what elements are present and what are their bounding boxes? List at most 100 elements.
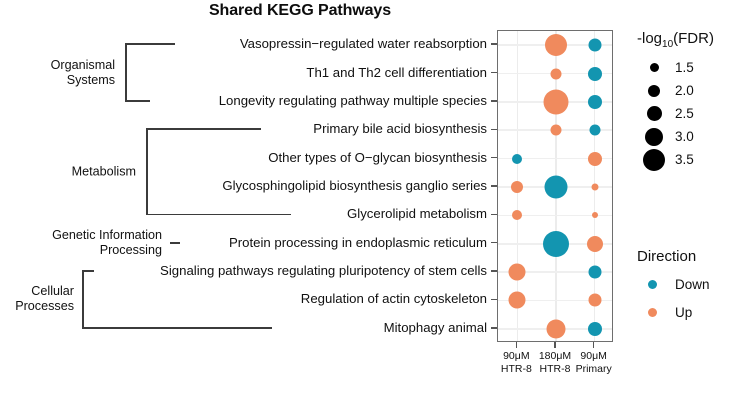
y-axis-label: Regulation of actin cytoskeleton xyxy=(300,291,487,307)
y-axis-label: Glycerolipid metabolism xyxy=(347,206,487,222)
data-point[interactable] xyxy=(587,321,602,336)
data-point[interactable] xyxy=(587,94,602,109)
size-legend-dot-wrap xyxy=(637,148,671,171)
y-axis-tick xyxy=(491,242,497,244)
data-point[interactable] xyxy=(588,293,602,307)
size-legend-item: 3.5 xyxy=(637,148,749,171)
y-axis-label: Mitophagy animal xyxy=(383,319,487,335)
y-axis-label: Other types of O−glycan biosynthesis xyxy=(268,149,487,165)
size-legend-item: 2.0 xyxy=(637,79,749,102)
y-axis-label: Vasopressin−regulated water reabsorption xyxy=(239,36,487,52)
category-group-label-line1: Cellular xyxy=(31,284,74,299)
size-legend-dot-icon xyxy=(646,106,662,121)
y-axis-tick xyxy=(491,270,497,272)
size-legend-dot-wrap xyxy=(637,127,671,146)
x-axis-tick xyxy=(592,342,595,348)
direction-legend-item[interactable]: Up xyxy=(637,298,749,326)
data-point[interactable] xyxy=(589,124,601,136)
size-legend-item: 2.5 xyxy=(637,102,749,125)
y-axis-label: Signaling pathways regulating pluripoten… xyxy=(160,263,487,279)
grid-line-horizontal xyxy=(498,299,612,302)
bracket-arm xyxy=(125,100,150,102)
data-point[interactable] xyxy=(545,34,567,57)
y-axis-label: Longevity regulating pathway multiple sp… xyxy=(218,92,487,108)
data-point[interactable] xyxy=(591,183,599,191)
size-legend-dot-icon xyxy=(648,84,660,97)
x-axis-label-line2: HTR-8 xyxy=(500,362,532,375)
y-axis-tick xyxy=(491,298,497,301)
size-legend-title-prefix: -log xyxy=(637,30,663,47)
direction-legend-label: Down xyxy=(675,276,710,292)
data-point[interactable] xyxy=(544,175,568,199)
size-legend-dot-icon xyxy=(645,127,663,146)
direction-legend-label: Up xyxy=(675,304,693,320)
y-axis-label: Protein processing in endoplasmic reticu… xyxy=(228,234,487,250)
y-axis-tick xyxy=(491,213,497,216)
x-axis-label-line1: 90μM xyxy=(503,350,530,362)
size-legend-value: 3.5 xyxy=(675,152,694,167)
data-point[interactable] xyxy=(550,68,562,80)
plot-panel xyxy=(497,30,613,342)
data-point[interactable] xyxy=(546,319,566,339)
direction-legend-title: Direction xyxy=(637,248,697,265)
category-group-label-line1: Metabolism xyxy=(71,164,136,179)
direction-legend-dot-icon xyxy=(647,307,657,317)
bracket-arm xyxy=(82,270,94,272)
y-axis-tick xyxy=(491,71,497,74)
size-legend-value: 2.0 xyxy=(675,83,694,98)
grid-line-horizontal xyxy=(498,271,612,273)
y-axis-tick xyxy=(491,327,497,329)
data-point[interactable] xyxy=(508,291,526,309)
category-group-label-line2: Processes xyxy=(15,299,74,314)
x-axis-label-line1: 90μM xyxy=(580,350,607,362)
size-legend-dot-icon xyxy=(643,148,665,171)
data-point[interactable] xyxy=(512,153,523,164)
bracket-arm xyxy=(82,327,272,329)
data-point[interactable] xyxy=(550,124,562,136)
direction-legend-dot-wrap xyxy=(637,307,667,317)
category-group-label-line2: Processing xyxy=(99,242,162,257)
x-axis-tick xyxy=(554,342,556,348)
category-group-label-line1: Genetic Information xyxy=(52,227,162,242)
size-legend-title: -log10(FDR) xyxy=(637,30,749,50)
size-legend-item: 1.5 xyxy=(637,56,749,79)
direction-legend-dot-wrap xyxy=(637,279,667,289)
data-point[interactable] xyxy=(588,38,602,52)
y-axis-label: Glycosphingolipid biosynthesis ganglio s… xyxy=(222,178,487,193)
size-legend-title-suffix: (FDR) xyxy=(673,30,714,47)
x-axis-tick xyxy=(515,342,518,348)
data-point[interactable] xyxy=(511,181,524,193)
data-point[interactable] xyxy=(512,210,523,221)
category-group-label-line2: Systems xyxy=(66,72,115,87)
data-point[interactable] xyxy=(586,235,603,252)
grid-line-horizontal xyxy=(498,214,612,217)
direction-legend-dot-icon xyxy=(647,279,657,289)
data-point[interactable] xyxy=(543,89,569,115)
data-point[interactable] xyxy=(508,263,526,281)
data-point[interactable] xyxy=(543,230,569,257)
x-axis-label-line2: Primary xyxy=(575,362,612,375)
size-legend-value: 2.5 xyxy=(675,106,694,121)
data-point[interactable] xyxy=(588,265,602,279)
bracket-arm xyxy=(146,213,291,216)
data-point[interactable] xyxy=(591,212,598,219)
y-axis-tick xyxy=(491,100,497,102)
y-axis-tick xyxy=(491,185,497,187)
category-group-label: Metabolism xyxy=(0,164,136,179)
page-title: Shared KEGG Pathways xyxy=(208,2,392,19)
size-legend-dot-wrap xyxy=(637,63,671,72)
x-axis-label-line2: HTR-8 xyxy=(539,362,571,375)
bracket-arm xyxy=(125,43,175,45)
direction-legend-item[interactable]: Down xyxy=(637,270,749,298)
bracket-arm xyxy=(170,241,180,244)
data-point[interactable] xyxy=(587,151,602,166)
bracket-spine xyxy=(125,44,127,101)
data-point[interactable] xyxy=(587,66,602,81)
size-legend-dot-wrap xyxy=(637,84,671,97)
